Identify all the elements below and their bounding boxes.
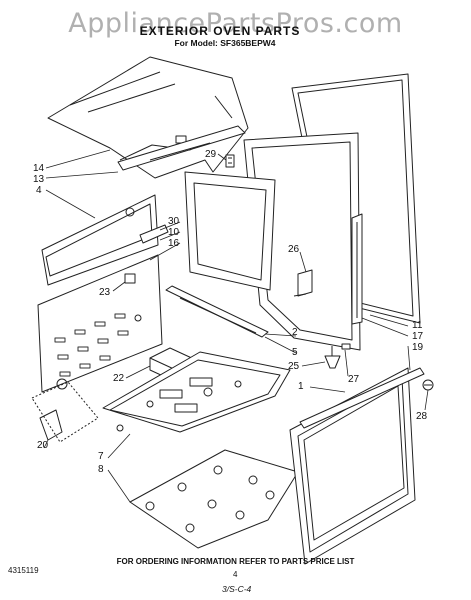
callout-5: 5 [292, 347, 298, 358]
page-number: 4 [233, 570, 238, 579]
callout-25: 25 [288, 361, 300, 372]
bracket-20 [31, 381, 99, 443]
door-handle [299, 367, 425, 429]
bracket-26 [293, 269, 313, 297]
support-rod [165, 285, 269, 338]
leader-lines [43, 149, 429, 503]
callout-8: 8 [98, 464, 104, 475]
callout-2: 2 [292, 327, 298, 338]
callout-27: 27 [348, 374, 360, 385]
callout-28: 28 [416, 411, 428, 422]
document-number: 4315119 [8, 566, 39, 575]
callout-1: 1 [298, 381, 304, 392]
model-subtitle: For Model: SF365BEPW4 [174, 38, 276, 48]
oven-door-front-frame [289, 367, 416, 565]
front-trim-strip [117, 125, 246, 171]
watermark: AppliancePartsPros.com [68, 8, 403, 39]
callout-4: 4 [36, 185, 42, 196]
door-spring-25 [324, 346, 341, 369]
oven-floor-base [129, 449, 299, 549]
lower-side-panel [37, 254, 163, 393]
ordering-info-note: FOR ORDERING INFORMATION REFER TO PARTS … [116, 557, 355, 566]
latch-27 [341, 343, 351, 350]
hinge-28 [422, 379, 434, 391]
revision-code: 3/S-C-4 [222, 584, 252, 594]
callout-10: 10 [168, 227, 180, 238]
diagram-title: EXTERIOR OVEN PARTS [139, 24, 301, 38]
oven-bottom-tray [102, 351, 291, 433]
oven-window-glass [184, 171, 276, 291]
callout-16: 16 [168, 238, 180, 249]
callout-23: 23 [99, 287, 111, 298]
callout-7: 7 [98, 451, 104, 462]
callout-19: 19 [412, 342, 424, 353]
callout-14: 14 [33, 163, 45, 174]
callout-30: 30 [168, 216, 180, 227]
side-trim-rail [351, 213, 363, 325]
callout-13: 13 [33, 174, 45, 185]
callout-29: 29 [205, 149, 217, 160]
callout-20: 20 [37, 440, 49, 451]
callout-22: 22 [113, 373, 125, 384]
callout-17: 17 [412, 331, 424, 342]
callout-26: 26 [288, 244, 300, 255]
clip-23 [124, 273, 136, 284]
callout-11: 11 [412, 320, 423, 331]
bracket-29 [225, 154, 235, 168]
